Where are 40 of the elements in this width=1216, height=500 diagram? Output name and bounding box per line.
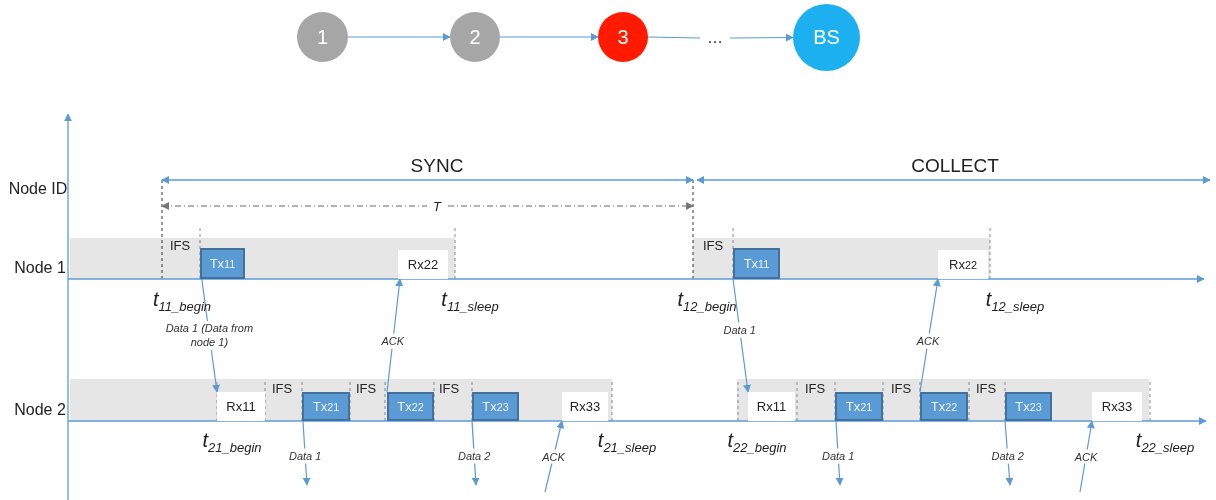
time-label: t$_{21_begin}$ [202,429,262,455]
ifs-label: IFS [702,237,724,253]
phase-label: COLLECT [911,155,999,177]
node-circle: 3 [598,12,648,62]
edge-label: ACK [541,449,566,464]
phase-label: SYNC [410,155,464,177]
edge-label: Data 2 [990,448,1025,464]
row-label: Node ID [8,180,68,198]
edge-label: ACK [915,333,941,349]
ifs-label: IFS [890,380,912,396]
ellipsis: … [700,24,730,52]
time-label: t$_{22_begin}$ [727,429,787,455]
edge-label: ACK [380,333,406,349]
ifs-label: IFS [975,380,997,396]
receive-slot: Rx33 [1092,392,1142,421]
ifs-label: IFS [169,237,191,253]
node-circle: 1 [297,12,348,62]
ifs-label: IFS [271,380,293,396]
node-circle: 2 [450,12,500,62]
time-label: t$_{12_begin}$ [677,288,737,314]
time-label: t$_{21_sleep}$ [597,429,657,455]
time-label: t$_{11_begin}$ [152,288,212,314]
ifs-label: IFS [438,380,460,396]
receive-slot: Rx11 [748,392,795,421]
edge-label: Data 1 [287,448,323,464]
receive-slot: Rx11 [217,392,265,421]
edge-label: Data 1 [820,448,856,464]
edge-label: Data 1 [722,322,757,338]
time-label: t$_{12_sleep}$ [985,288,1045,314]
receive-slot: Rx33 [562,392,608,421]
row-label: Node 2 [14,401,66,419]
edge-label: ACK [1073,449,1099,464]
time-label: t$_{22_sleep}$ [1135,429,1195,455]
ifs-label: IFS [804,380,826,396]
receive-slot: Rx22 [398,250,448,279]
time-label: t$_{11_sleep}$ [441,288,499,314]
edge-label: Data 2 [457,448,492,464]
row-label: Node 1 [14,259,66,277]
ifs-label: IFS [355,380,377,396]
base-station-circle: BS [793,4,860,71]
